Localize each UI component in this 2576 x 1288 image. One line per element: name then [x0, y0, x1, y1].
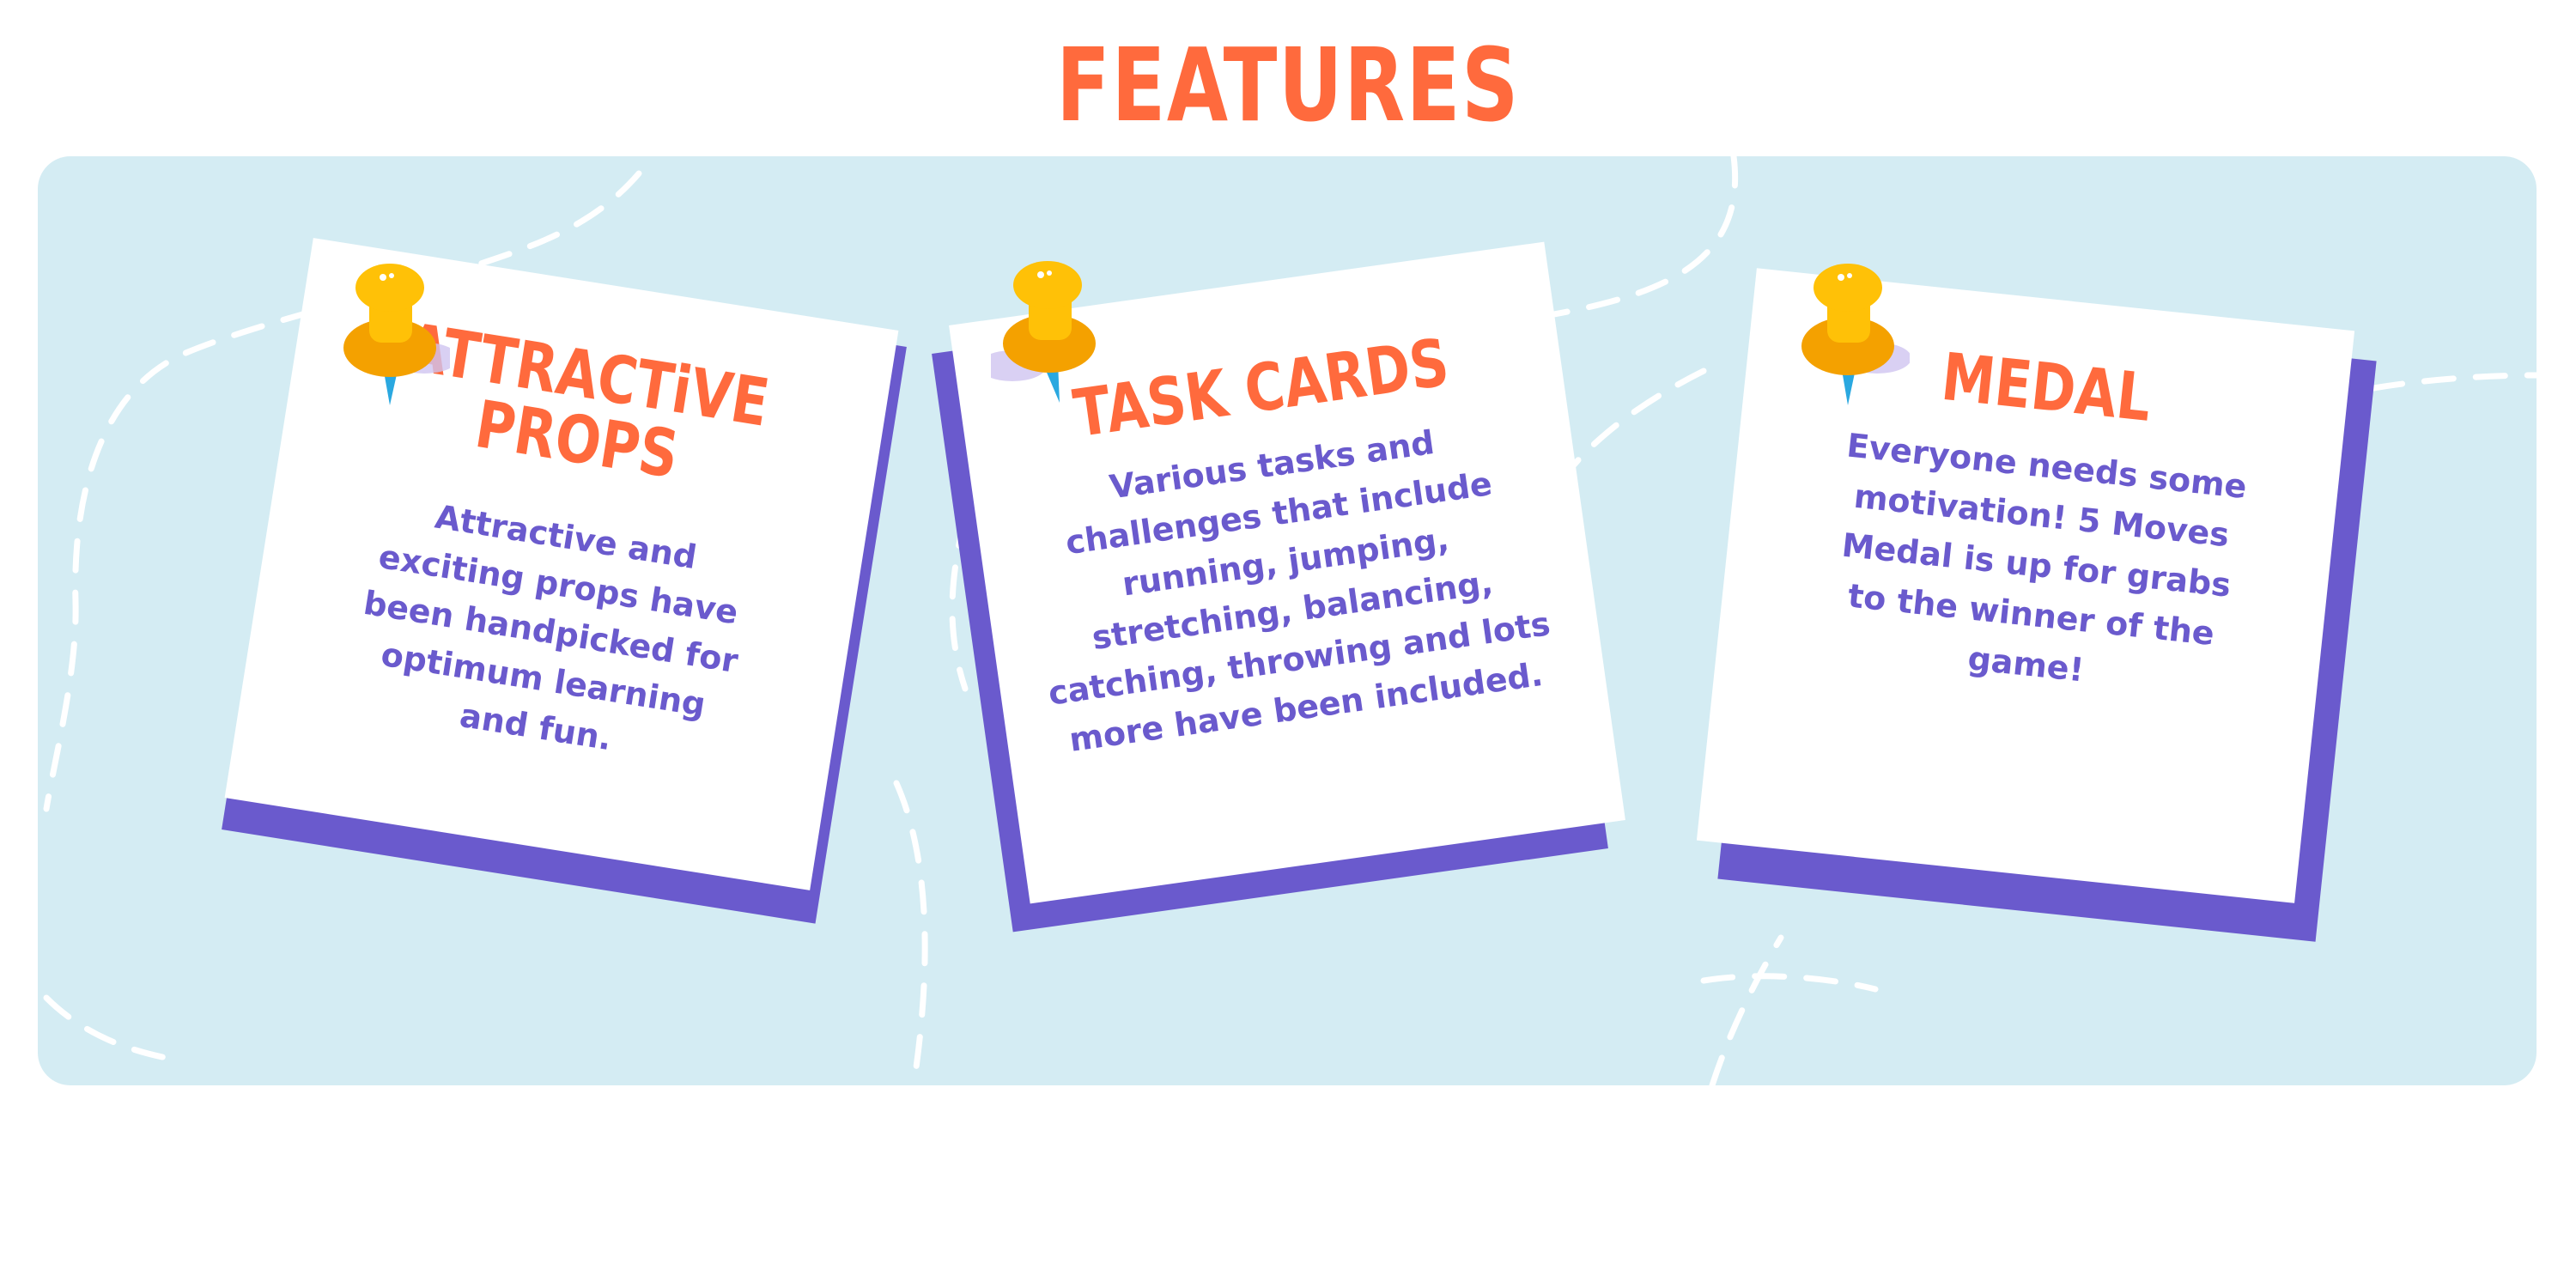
features-panel: ATTRACTiVE PROPS Attractive and exciting…: [38, 156, 2537, 1085]
feature-card-medal: MEDAL Everyone needs some motivation! 5 …: [1696, 264, 2386, 942]
page-title: FEATURES: [1056, 26, 1520, 144]
dashed-path-decoration: [43, 156, 2537, 1085]
feature-card-task-cards: TASK CARDS Various tasks and challenges …: [932, 241, 1631, 933]
pushpin-icon: [978, 252, 1103, 407]
card-paper: ATTRACTiVE PROPS Attractive and exciting…: [224, 238, 899, 890]
pushpin-icon: [338, 255, 459, 410]
pushpin-icon: [1798, 255, 1911, 410]
card-description: Attractive and exciting props have been …: [361, 497, 741, 758]
card-description: Various tasks and challenges that includ…: [1046, 422, 1553, 759]
card-title: MEDAL: [1938, 337, 2155, 436]
feature-card-attractive-props: ATTRACTiVE PROPS Attractive and exciting…: [222, 238, 909, 924]
card-paper: MEDAL Everyone needs some motivation! 5 …: [1696, 268, 2355, 903]
card-description: Everyone needs some motivation! 5 Moves …: [1839, 426, 2249, 690]
